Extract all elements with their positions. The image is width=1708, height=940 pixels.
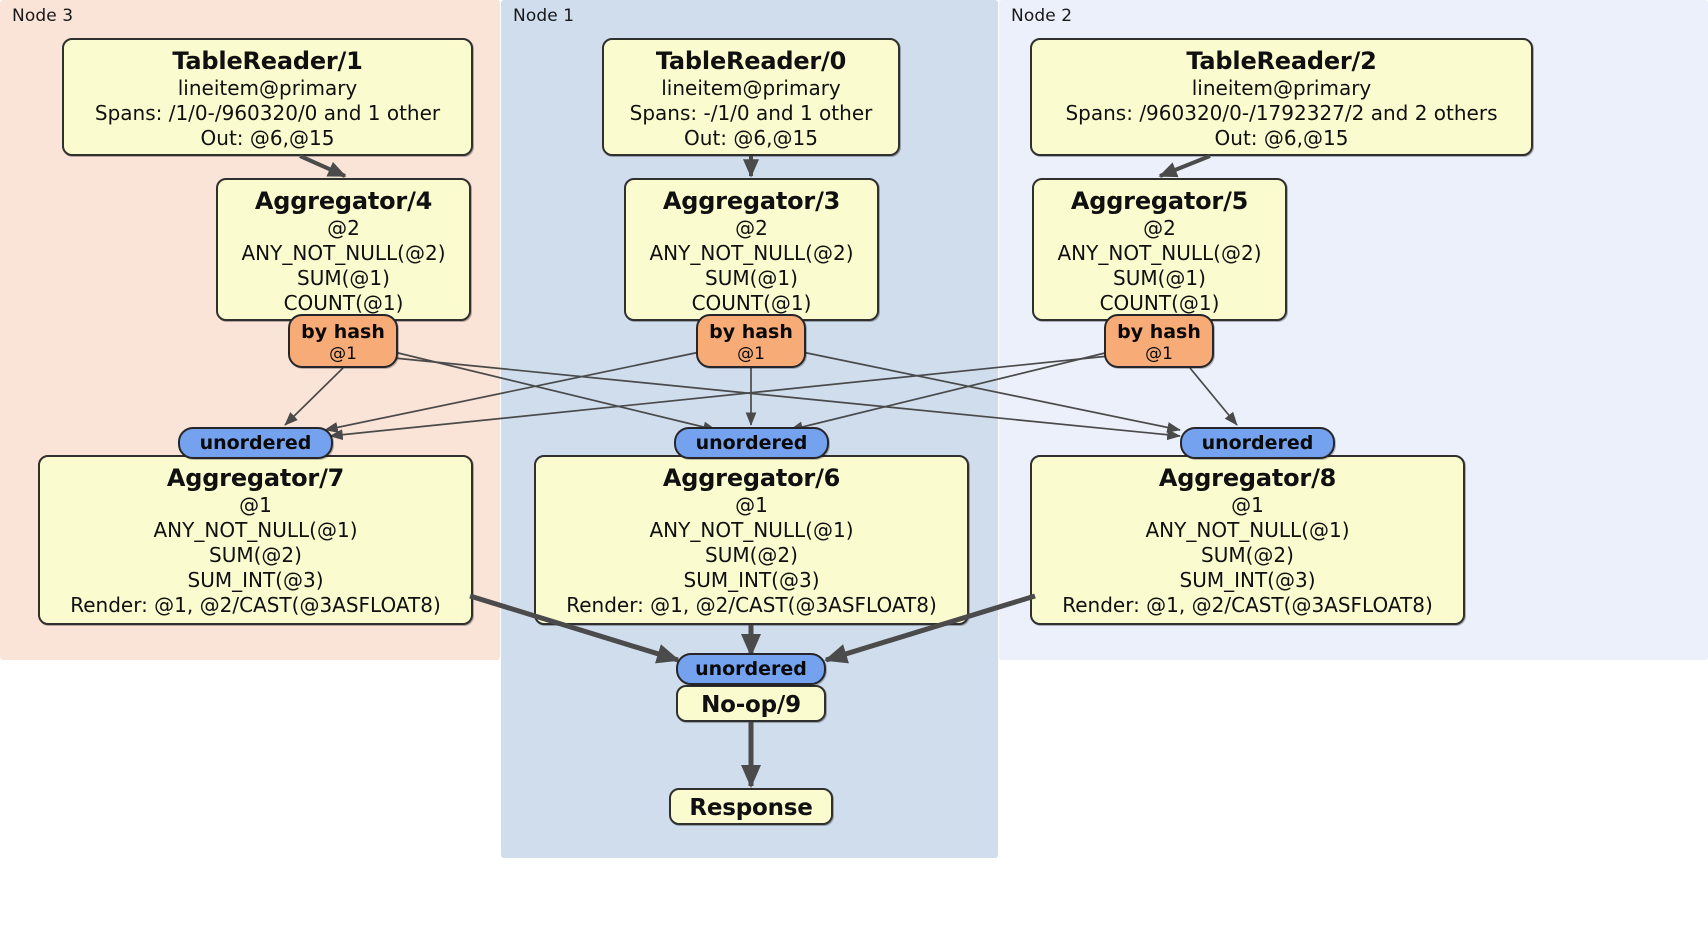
processor-detail-line: ANY_NOT_NULL(@1) xyxy=(153,518,358,542)
router-by-hash-aggregator-4[interactable]: by hash @1 xyxy=(288,314,398,368)
processor-aggregator-4[interactable]: Aggregator/4 @2 ANY_NOT_NULL(@2) SUM(@1)… xyxy=(216,178,471,321)
collector-label: unordered xyxy=(199,431,312,454)
processor-detail-line: SUM(@2) xyxy=(1201,543,1294,567)
router-column: @1 xyxy=(737,344,765,364)
processor-detail-line: Spans: /960320/0-/1792327/2 and 2 others xyxy=(1065,101,1498,125)
processor-title: Response xyxy=(689,795,813,821)
processor-detail-line: SUM(@1) xyxy=(297,266,390,290)
processor-detail-line: @2 xyxy=(735,216,768,240)
processor-title: Aggregator/4 xyxy=(254,187,433,215)
processor-title: TableReader/1 xyxy=(172,47,363,75)
processor-aggregator-5[interactable]: Aggregator/5 @2 ANY_NOT_NULL(@2) SUM(@1)… xyxy=(1032,178,1287,321)
collector-unordered-aggregator-8[interactable]: unordered xyxy=(1180,427,1335,459)
processor-detail-line: lineitem@primary xyxy=(661,76,841,100)
processor-detail-line: ANY_NOT_NULL(@1) xyxy=(1145,518,1350,542)
processor-detail-line: lineitem@primary xyxy=(177,76,358,100)
processor-aggregator-6[interactable]: Aggregator/6 @1 ANY_NOT_NULL(@1) SUM(@2)… xyxy=(534,455,969,625)
router-column: @1 xyxy=(1145,344,1173,364)
processor-detail-line: Out: @6,@15 xyxy=(200,126,335,150)
processor-detail-line: Out: @6,@15 xyxy=(1214,126,1349,150)
processor-table-reader-1[interactable]: TableReader/1 lineitem@primary Spans: /1… xyxy=(62,38,473,156)
processor-detail-line: @1 xyxy=(1231,493,1264,517)
processor-aggregator-7[interactable]: Aggregator/7 @1 ANY_NOT_NULL(@1) SUM(@2)… xyxy=(38,455,473,625)
router-by-hash-aggregator-5[interactable]: by hash @1 xyxy=(1104,314,1214,368)
processor-noop-9[interactable]: No-op/9 xyxy=(676,685,826,722)
processor-title: TableReader/2 xyxy=(1186,47,1377,75)
processor-detail-line: Spans: /1/0-/960320/0 and 1 other xyxy=(94,101,441,125)
node-label-node1: Node 1 xyxy=(513,6,575,26)
processor-title: TableReader/0 xyxy=(655,47,847,75)
processor-detail-line: ANY_NOT_NULL(@2) xyxy=(241,241,446,265)
processor-detail-line: ANY_NOT_NULL(@1) xyxy=(649,518,854,542)
processor-detail-line: SUM(@2) xyxy=(209,543,302,567)
processor-table-reader-0[interactable]: TableReader/0 lineitem@primary Spans: -/… xyxy=(602,38,900,156)
collector-label: unordered xyxy=(695,431,808,454)
processor-detail-line: Render: @1, @2/CAST(@3ASFLOAT8) xyxy=(1062,593,1433,617)
processor-table-reader-2[interactable]: TableReader/2 lineitem@primary Spans: /9… xyxy=(1030,38,1533,156)
processor-detail-line: @1 xyxy=(735,493,768,517)
router-label: by hash xyxy=(709,321,793,343)
router-label: by hash xyxy=(301,321,385,343)
processor-detail-line: SUM(@1) xyxy=(1113,266,1206,290)
processor-detail-line: SUM_INT(@3) xyxy=(683,568,820,592)
node-label-node2: Node 2 xyxy=(1011,6,1073,26)
processor-detail-line: SUM_INT(@3) xyxy=(187,568,324,592)
processor-detail-line: @2 xyxy=(327,216,360,240)
node-label-node3: Node 3 xyxy=(12,6,74,26)
collector-unordered-final[interactable]: unordered xyxy=(676,653,826,685)
processor-title: No-op/9 xyxy=(701,692,801,718)
processor-detail-line: SUM_INT(@3) xyxy=(1179,568,1316,592)
processor-title: Aggregator/7 xyxy=(166,464,345,492)
processor-detail-line: SUM(@2) xyxy=(705,543,798,567)
processor-detail-line: ANY_NOT_NULL(@2) xyxy=(649,241,854,265)
processor-detail-line: COUNT(@1) xyxy=(691,291,812,315)
processor-response[interactable]: Response xyxy=(669,788,833,825)
collector-label: unordered xyxy=(1201,431,1314,454)
collector-unordered-aggregator-6[interactable]: unordered xyxy=(674,427,829,459)
collector-label: unordered xyxy=(695,657,807,680)
processor-detail-line: ANY_NOT_NULL(@2) xyxy=(1057,241,1262,265)
processor-title: Aggregator/8 xyxy=(1158,464,1337,492)
processor-detail-line: Spans: -/1/0 and 1 other xyxy=(629,101,873,125)
router-column: @1 xyxy=(329,344,357,364)
processor-title: Aggregator/3 xyxy=(662,187,841,215)
processor-detail-line: SUM(@1) xyxy=(705,266,798,290)
collector-unordered-aggregator-7[interactable]: unordered xyxy=(178,427,333,459)
processor-title: Aggregator/6 xyxy=(662,464,841,492)
processor-title: Aggregator/5 xyxy=(1070,187,1249,215)
processor-aggregator-8[interactable]: Aggregator/8 @1 ANY_NOT_NULL(@1) SUM(@2)… xyxy=(1030,455,1465,625)
processor-detail-line: Render: @1, @2/CAST(@3ASFLOAT8) xyxy=(70,593,441,617)
processor-detail-line: COUNT(@1) xyxy=(1099,291,1220,315)
processor-detail-line: COUNT(@1) xyxy=(283,291,404,315)
router-label: by hash xyxy=(1117,321,1201,343)
processor-detail-line: @1 xyxy=(239,493,272,517)
processor-detail-line: lineitem@primary xyxy=(1191,76,1372,100)
processor-aggregator-3[interactable]: Aggregator/3 @2 ANY_NOT_NULL(@2) SUM(@1)… xyxy=(624,178,879,321)
processor-detail-line: Render: @1, @2/CAST(@3ASFLOAT8) xyxy=(566,593,937,617)
processor-detail-line: @2 xyxy=(1143,216,1176,240)
router-by-hash-aggregator-3[interactable]: by hash @1 xyxy=(696,314,806,368)
processor-detail-line: Out: @6,@15 xyxy=(684,126,818,150)
